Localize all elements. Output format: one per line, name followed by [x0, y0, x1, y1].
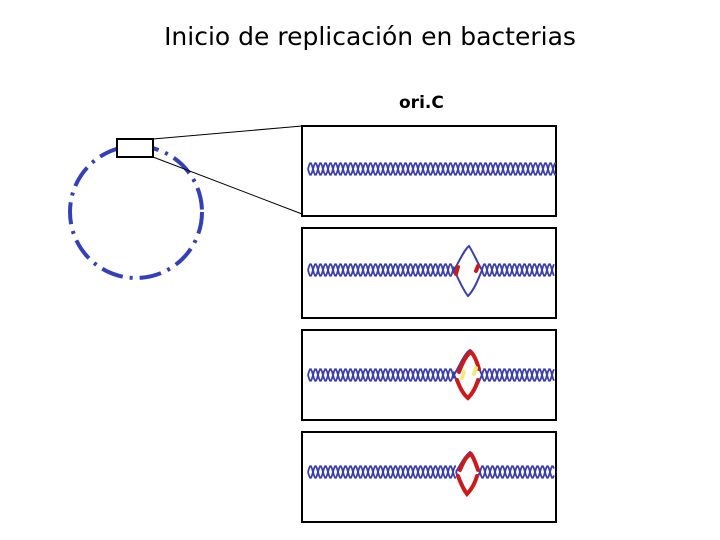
dna-strand: [307, 368, 455, 382]
new-strand-segment: [474, 264, 480, 273]
bacterial-chromosome: [68, 144, 204, 280]
new-strand-upper: [458, 451, 480, 472]
dna-strand: [307, 263, 455, 277]
panel-2-dna: [307, 244, 555, 298]
dna-strand: [307, 465, 456, 479]
primer-segment: [472, 366, 478, 376]
bubble-strand-upper: [453, 244, 483, 271]
zoom-line-top: [152, 125, 303, 140]
dna-strand: [307, 263, 455, 277]
dna-strand: [307, 162, 556, 176]
origin-box: [116, 138, 154, 158]
dna-strand: [479, 465, 555, 479]
primer-segment: [460, 370, 466, 380]
new-strand-segment: [454, 265, 460, 276]
dna-strand: [479, 465, 555, 479]
zoom-line-bottom: [152, 156, 303, 215]
panel-1-dna: [307, 162, 556, 176]
dna-strand: [307, 368, 455, 382]
dna-strand: [307, 162, 556, 176]
new-strand-lower: [456, 474, 479, 498]
new-strand-lower: [455, 378, 480, 401]
origin-label: ori.C: [399, 93, 444, 113]
panel-2-frame: [301, 227, 557, 319]
dna-strand: [481, 263, 555, 277]
slide-title: Inicio de replicación en bacterias: [164, 22, 576, 51]
bubble-strand-lower: [453, 269, 483, 298]
panel-3-dna: [307, 348, 555, 401]
panel-4-dna: [307, 450, 555, 498]
dna-strand: [481, 368, 555, 382]
new-strand-upper: [457, 349, 481, 374]
panel-3-frame: [301, 329, 557, 421]
panel-1-frame: [301, 125, 557, 217]
panel-4-frame: [301, 431, 557, 523]
